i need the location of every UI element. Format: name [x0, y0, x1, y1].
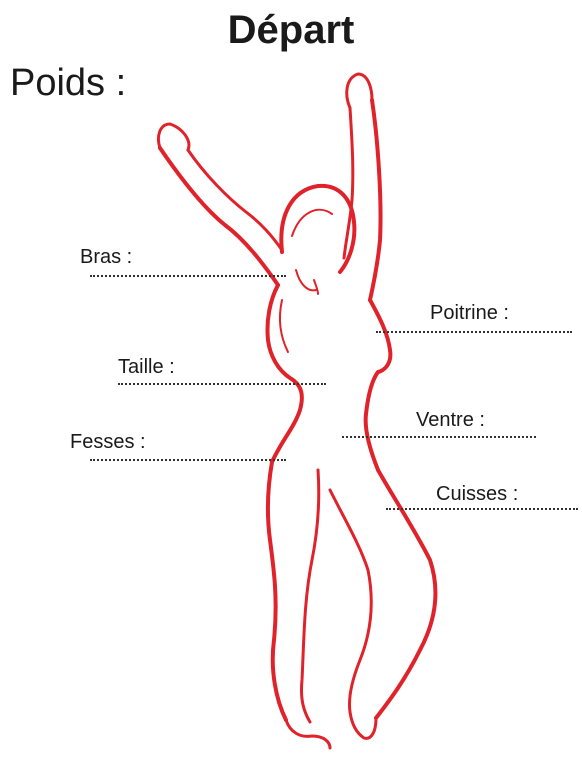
torso-left-stroke — [267, 285, 301, 462]
left-arm-outer-stroke — [160, 148, 278, 285]
neck-stroke — [296, 270, 316, 290]
right-arm-outer-stroke — [370, 100, 381, 300]
hair-inner-stroke — [292, 210, 332, 236]
measure-ventre-label: Ventre : — [416, 408, 485, 432]
measure-taille-label: Taille : — [118, 355, 175, 379]
left-leg-outer-stroke — [268, 462, 286, 720]
measure-bras-line[interactable] — [90, 275, 286, 277]
measure-taille-line[interactable] — [118, 383, 326, 385]
torso-left-inner-stroke — [280, 300, 288, 352]
measure-cuisses-line[interactable] — [386, 508, 578, 510]
left-leg-inner-stroke — [301, 470, 318, 722]
measure-poitrine-line[interactable] — [376, 331, 572, 333]
measure-cuisses-label: Cuisses : — [436, 482, 518, 506]
measure-poitrine-label: Poitrine : — [430, 301, 509, 325]
right-hand-stroke — [347, 74, 372, 108]
right-arm-inner-stroke — [344, 108, 353, 258]
torso-right-stroke — [366, 300, 391, 470]
measure-fesses-label: Fesses : — [70, 430, 146, 454]
page-title: Départ — [0, 2, 582, 58]
measure-bras-label: Bras : — [80, 245, 132, 269]
left-hand-stroke — [158, 124, 188, 150]
right-foot-stroke — [350, 712, 376, 738]
measure-ventre-line[interactable] — [342, 436, 536, 438]
left-foot-stroke — [286, 720, 330, 748]
measure-fesses-line[interactable] — [90, 459, 286, 461]
chin-stroke — [314, 280, 318, 294]
weight-label: Poids : — [10, 60, 126, 106]
right-leg-inner-stroke — [330, 490, 371, 712]
